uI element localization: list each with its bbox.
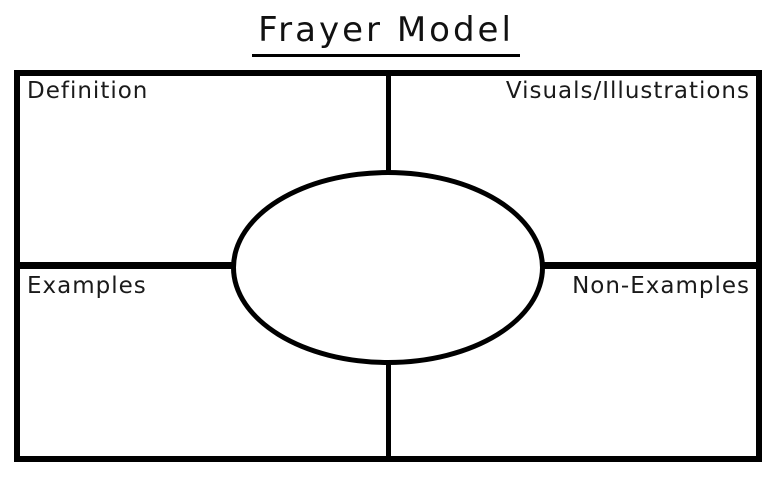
visuals-illustrations-label: Visuals/Illustrations (505, 78, 750, 104)
title-container: Frayer Model (0, 10, 772, 57)
examples-label: Examples (27, 273, 147, 299)
page-title: Frayer Model (252, 10, 520, 57)
definition-label: Definition (27, 78, 149, 104)
non-examples-label: Non-Examples (572, 273, 750, 299)
center-term-oval[interactable] (231, 170, 545, 365)
